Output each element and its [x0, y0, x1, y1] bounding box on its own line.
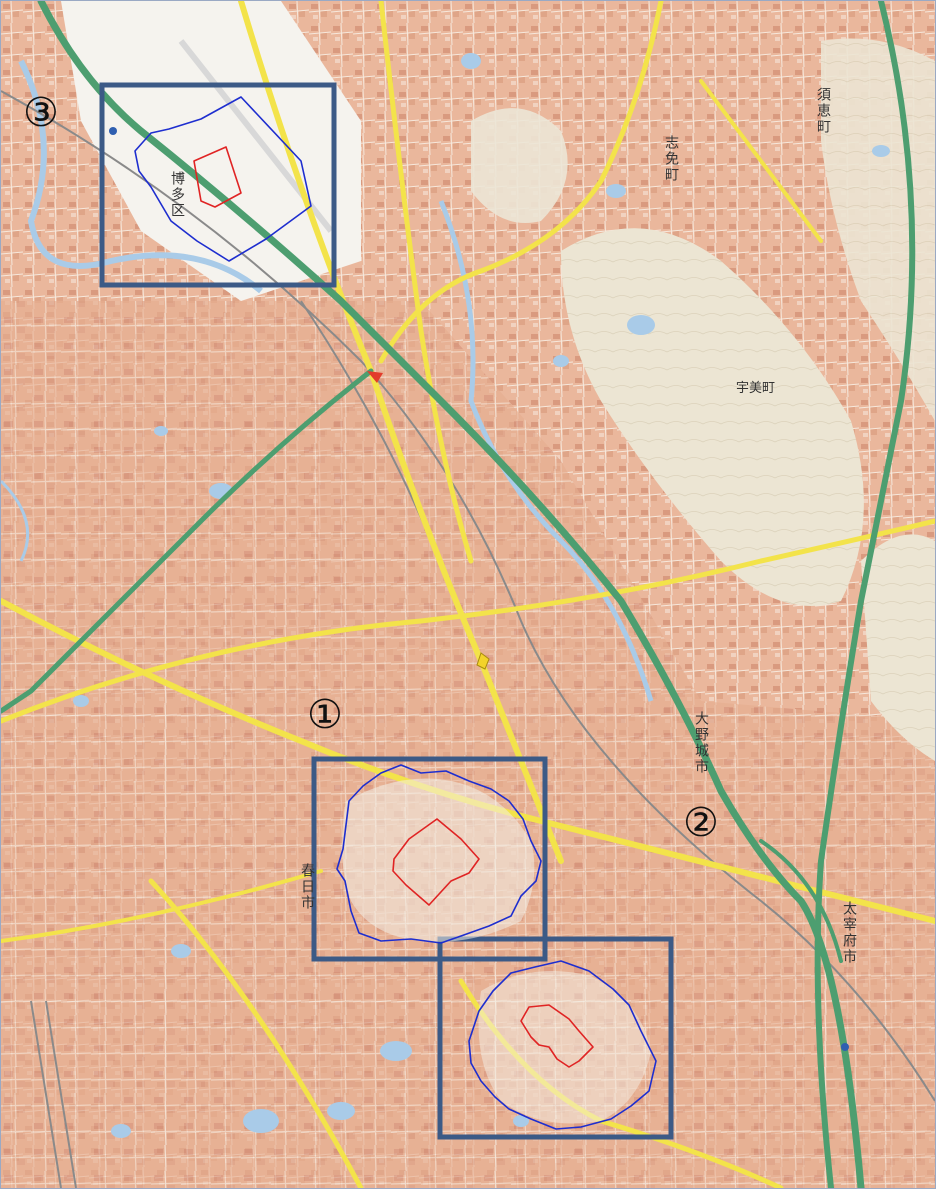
inner-boundary-1 [392, 818, 480, 906]
study-box-3 [99, 82, 337, 288]
inner-boundaries [193, 146, 594, 1068]
outer-boundary-2 [468, 960, 657, 1130]
place-label-sue-town: 須恵町 [815, 87, 831, 135]
station-dot-icon [841, 1043, 849, 1051]
place-label-shime: 志免町 [663, 135, 679, 183]
airport-area [61, 1, 361, 301]
expressways [1, 1, 916, 1188]
outer-boundary-3 [134, 96, 312, 262]
place-label-kasuga: 春日市 [299, 863, 315, 911]
place-label-hakata: 博多区 [169, 171, 185, 219]
place-label-dazaifu: 太宰府市 [841, 901, 857, 965]
inner-boundary-3 [193, 146, 242, 208]
place-label-onojo: 大野城市 [693, 711, 709, 775]
callout-number-1: ① [307, 692, 343, 738]
outer-boundary-1 [336, 764, 542, 944]
inner-boundary-2 [520, 1004, 594, 1068]
place-label-umi: 宇美町 [736, 381, 776, 396]
callout-number-2: ② [683, 800, 719, 846]
study-box-2 [437, 936, 674, 1140]
outer-boundaries [134, 96, 657, 1130]
water-bodies [73, 53, 890, 1138]
callout-number-3: ③ [23, 90, 59, 136]
study-box-1 [311, 756, 548, 962]
yellow-marker-icon [476, 652, 490, 670]
study-area-boxes [99, 82, 674, 1140]
